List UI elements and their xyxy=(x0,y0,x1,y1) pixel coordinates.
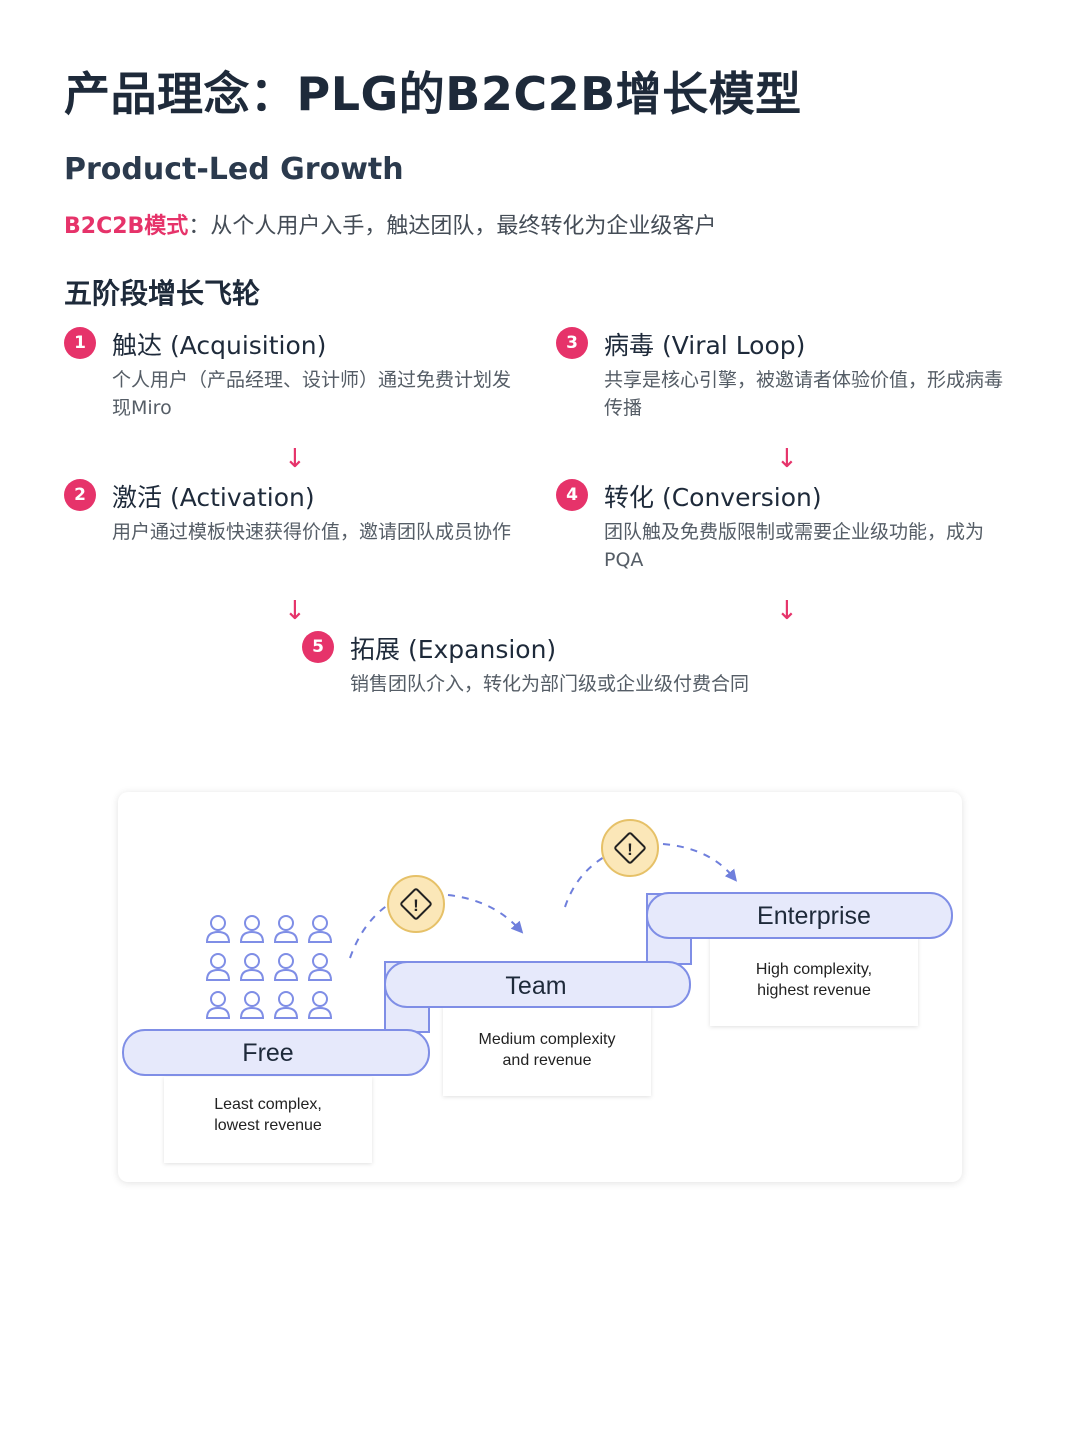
page-title: 产品理念：PLG的B2C2B增长模型 xyxy=(64,67,802,121)
flywheel-title: 五阶段增长飞轮 xyxy=(64,277,261,310)
person-icon xyxy=(273,991,299,1019)
stage-description: 共享是核心引擎，被邀请者体验价值，形成病毒传播 xyxy=(604,369,1004,419)
model-description: B2C2B模式：从个人用户入手，触达团队，最终转化为企业级客户 xyxy=(64,208,716,240)
warning-diamond-icon: ! xyxy=(387,875,445,933)
free-tier-label: Free xyxy=(242,1039,293,1067)
person-icon xyxy=(307,953,333,981)
stage-number-badge: 2 xyxy=(64,479,96,511)
svg-text:!: ! xyxy=(627,840,633,859)
upgrade-path-team-enterprise xyxy=(564,845,629,908)
team-tier-desc-line1: Medium complexity xyxy=(479,1031,616,1048)
team-tier-card: Medium complexity and revenue xyxy=(443,1006,651,1096)
stage-description: 个人用户（产品经理、设计师）通过免费计划发现Miro xyxy=(112,369,512,419)
person-icon xyxy=(307,991,333,1019)
person-icon xyxy=(205,953,231,981)
stage-number-badge: 3 xyxy=(556,327,588,359)
stage-description: 团队触及免费版限制或需要企业级功能，成为PQA xyxy=(604,521,985,571)
person-icon xyxy=(239,953,265,981)
free-tier-desc-line1: Least complex, xyxy=(214,1096,322,1113)
stage-name: 激活 (Activation) xyxy=(112,483,315,512)
stage-number-badge: 5 xyxy=(302,631,334,663)
enterprise-tier-label: Enterprise xyxy=(757,902,871,930)
enterprise-tier-desc-line2: highest revenue xyxy=(757,982,871,999)
free-tier-card: Least complex, lowest revenue xyxy=(164,1077,372,1163)
enterprise-tier-desc-line1: High complexity, xyxy=(756,961,872,978)
stage-number-badge: 1 xyxy=(64,327,96,359)
arrow-down-icon: ↓ xyxy=(776,444,798,474)
person-icon xyxy=(273,953,299,981)
model-text: 从个人用户入手，触达团队，最终转化为企业级客户 xyxy=(210,214,717,239)
stage-description: 销售团队介入，转化为部门级或企业级付费合同 xyxy=(350,673,750,695)
arrow-down-icon: ↓ xyxy=(776,596,798,626)
person-icon xyxy=(239,991,265,1019)
model-separator: ： xyxy=(188,214,211,239)
team-tier-label: Team xyxy=(505,972,566,1000)
person-icon xyxy=(239,915,265,943)
stage-name: 拓展 (Expansion) xyxy=(350,635,557,664)
arrow-down-icon: ↓ xyxy=(284,596,306,626)
page-subtitle: Product-Led Growth xyxy=(64,152,404,187)
person-icon xyxy=(205,991,231,1019)
stage-name: 转化 (Conversion) xyxy=(604,483,822,512)
person-icon xyxy=(307,915,333,943)
individual-users-group xyxy=(205,915,333,1019)
warning-diamond-icon: ! xyxy=(601,819,659,877)
free-tier-desc-line2: lowest revenue xyxy=(214,1117,322,1134)
upgrade-arrow-free-team xyxy=(447,894,524,934)
stage-name: 病毒 (Viral Loop) xyxy=(604,331,806,360)
model-label: B2C2B模式 xyxy=(64,214,189,239)
person-icon xyxy=(205,915,231,943)
stage-name: 触达 (Acquisition) xyxy=(112,331,327,360)
upgrade-arrow-team-enterprise xyxy=(662,843,738,882)
free-tier-bar: Free xyxy=(122,1029,430,1076)
arrow-down-icon: ↓ xyxy=(284,444,306,474)
stage-description: 用户通过模板快速获得价值，邀请团队成员协作 xyxy=(112,521,512,543)
team-tier-bar: Team xyxy=(384,961,691,1008)
svg-text:!: ! xyxy=(413,896,419,915)
stage-number-badge: 4 xyxy=(556,479,588,511)
enterprise-tier-bar: Enterprise xyxy=(646,892,953,939)
person-icon xyxy=(273,915,299,943)
team-tier-desc-line2: and revenue xyxy=(503,1052,592,1069)
enterprise-tier-card: High complexity, highest revenue xyxy=(710,936,918,1026)
pricing-tier-diagram: Least complex, lowest revenue Medium com… xyxy=(118,792,962,1182)
